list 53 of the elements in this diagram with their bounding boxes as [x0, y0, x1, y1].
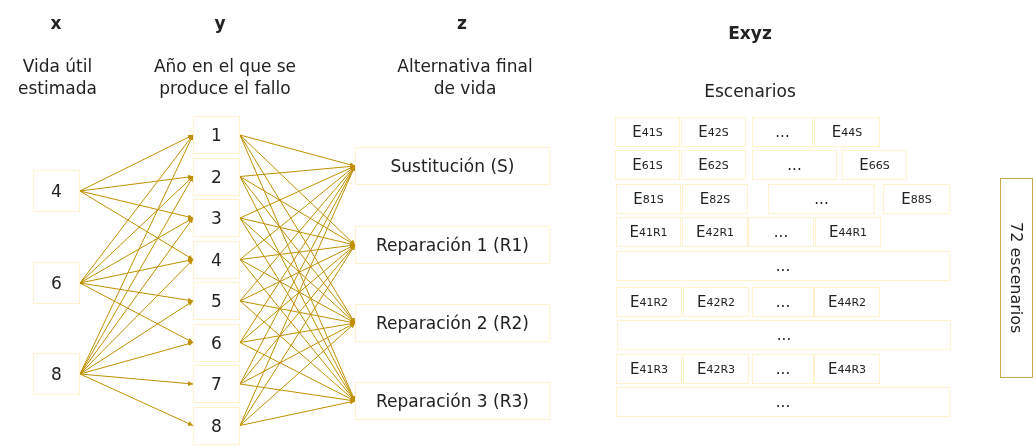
- column-caption: Alternativa final de vida: [396, 55, 534, 99]
- arrow: [79, 259, 194, 375]
- node-box: 5: [193, 282, 240, 320]
- node-box: 4: [193, 240, 240, 279]
- arrow: [239, 134, 356, 246]
- node-box: 8: [33, 353, 80, 395]
- arrow: [79, 217, 194, 284]
- arrow: [79, 174, 194, 192]
- arrow: [79, 258, 194, 284]
- scenario-count: 72 escenarios: [1007, 222, 1026, 334]
- column-caption: Año en el que se produce el fallo: [152, 55, 298, 99]
- arrow: [239, 134, 356, 168]
- arrow: [79, 134, 194, 284]
- column-heading: z: [456, 12, 468, 34]
- arrow: [79, 134, 194, 192]
- node-box: Reparación 1 (R1): [355, 226, 550, 264]
- scenario-box: ...: [752, 354, 814, 384]
- node-box: 4: [33, 170, 80, 212]
- scenario-box: ...: [752, 150, 837, 180]
- node-box: Sustitución (S): [355, 147, 550, 185]
- scenario-box: ...: [752, 287, 814, 317]
- arrow: [79, 176, 194, 284]
- node-box: 6: [193, 323, 240, 362]
- arrow: [79, 373, 194, 426]
- arrow: [239, 399, 356, 426]
- section-caption: Escenarios: [703, 80, 797, 102]
- arrow: [79, 190, 194, 220]
- summary-box: [1000, 178, 1033, 378]
- node-box: 6: [33, 262, 80, 304]
- scenario-box: ...: [748, 217, 814, 247]
- arrow: [79, 282, 194, 303]
- arrow: [79, 190, 194, 260]
- node-box: 7: [193, 365, 240, 403]
- arrow: [79, 300, 194, 375]
- scenario-box: ...: [768, 184, 875, 214]
- scenario-box: ...: [616, 387, 950, 417]
- node-box: 3: [193, 199, 240, 237]
- column-caption: Vida útil estimada: [17, 55, 98, 99]
- scenario-box: ...: [616, 251, 950, 281]
- arrow: [239, 322, 356, 426]
- column-heading: Exyz: [727, 22, 773, 44]
- column-heading: x: [49, 12, 63, 34]
- arrow: [79, 282, 194, 343]
- node-box: 2: [193, 157, 240, 196]
- node-box: 8: [193, 406, 240, 445]
- node-box: Reparación 3 (R3): [355, 382, 550, 420]
- arrow: [79, 341, 194, 375]
- column-heading: y: [213, 12, 227, 34]
- node-box: 1: [193, 116, 240, 154]
- scenario-box: ...: [617, 320, 951, 350]
- node-box: Reparación 2 (R2): [355, 304, 550, 342]
- scenario-box: ...: [752, 117, 813, 147]
- arrow: [79, 373, 194, 387]
